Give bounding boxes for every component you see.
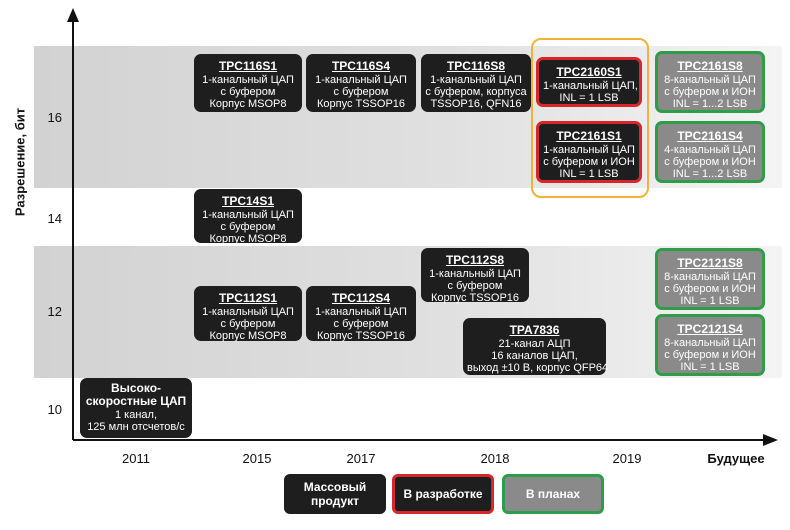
legend-in-development: В разработке	[392, 474, 494, 514]
box-line: 1-канальный ЦАП	[315, 306, 407, 318]
box-line: TSSOP16, QFN16	[430, 98, 522, 110]
box-line: 8-канальный ЦАП	[664, 337, 756, 349]
box-line: Корпус TSSOP16	[316, 98, 406, 110]
box-line: 16 каналов ЦАП,	[491, 350, 578, 362]
box-tpc14s1: TPC14S1 1-канальный ЦАП с буфером Корпус…	[194, 189, 302, 245]
box-title: TPC14S1	[221, 194, 275, 208]
y-axis-arrow	[67, 8, 79, 22]
box-title: TPC112S1	[218, 291, 278, 305]
box-line: INL = 1...2 LSB	[672, 168, 748, 180]
box-line: с буфером	[333, 86, 389, 98]
box-tpc2121s8: TPC2121S8 8-канальный ЦАП с буфером и ИО…	[655, 248, 765, 310]
box-line: с буфером, корпуса	[425, 86, 527, 98]
box-line: 1-канальный ЦАП	[429, 268, 521, 280]
box-line: INL = 1 LSB	[559, 168, 619, 180]
box-title: TPC2160S1	[556, 65, 622, 79]
box-line: Корпус TSSOP16	[316, 330, 406, 342]
box-line: INL = 1...2 LSB	[672, 98, 748, 110]
box-line: с буфером и ИОН	[664, 156, 756, 168]
box-line: выход ±10 В, корпус QFP64	[467, 362, 609, 374]
legend-mass-product: Массовый продукт	[284, 474, 386, 514]
x-tick-2015: 2015	[242, 451, 272, 466]
box-line: 1-канальный ЦАП,	[543, 80, 638, 92]
box-line: Корпус TSSOP16	[430, 292, 520, 304]
box-line: с буфером	[220, 318, 276, 330]
box-tpc2161s1: TPC2161S1 1-канальный ЦАП с буфером и ИО…	[536, 121, 642, 183]
box-title: TPC116S4	[331, 59, 391, 73]
y-tick-14: 14	[47, 211, 62, 226]
box-tpc2160s1: TPC2160S1 1-канальный ЦАП, INL = 1 LSB	[536, 57, 642, 107]
box-line: 1-канальный ЦАП	[315, 74, 407, 86]
box-title: TPC2121S4	[677, 322, 743, 336]
box-line: 1 канал,	[114, 409, 157, 421]
box-line: 1-канальный ЦАП	[202, 209, 294, 221]
y-tick-16: 16	[47, 110, 62, 125]
box-tpc116s4: TPC116S4 1-канальный ЦАП с буфером Корпу…	[306, 54, 416, 112]
legend-planned: В планах	[502, 474, 604, 514]
box-title: TPC116S1	[218, 59, 278, 73]
box-line: 21-канал АЦП	[498, 338, 571, 350]
x-tick-future: Будущее	[707, 451, 765, 466]
box-line: с буфером	[220, 221, 276, 233]
box-tpc2161s4: TPC2161S4 4-канальный ЦАП с буфером и ИО…	[655, 121, 765, 183]
box-line: Корпус MSOP8	[209, 98, 287, 110]
box-title: TPC2161S4	[677, 129, 743, 143]
box-title: TPC2161S1	[556, 129, 622, 143]
box-tpa7836: TPA7836 21-канал АЦП 16 каналов ЦАП, вых…	[463, 318, 609, 375]
box-line: 1-канальный ЦАП	[430, 74, 522, 86]
box-line: 1-канальный ЦАП	[543, 144, 635, 156]
box-line: INL = 1 LSB	[680, 295, 740, 307]
box-title: TPC112S8	[445, 253, 505, 267]
box-line: с буфером и ИОН	[664, 283, 756, 295]
box-title: TPA7836	[509, 323, 560, 337]
highlight-frame	[531, 38, 649, 198]
box-title: TPC2121S8	[677, 256, 743, 270]
box-line: 4-канальный ЦАП	[664, 144, 756, 156]
box-line: с буфером и ИОН	[664, 349, 756, 361]
box-title: TPC112S4	[331, 291, 391, 305]
box-tpc112s4: TPC112S4 1-канальный ЦАП с буфером Корпу…	[306, 286, 416, 342]
box-title: TPC116S8	[446, 59, 506, 73]
box-line: с буфером	[220, 86, 276, 98]
box-tpc2161s8: TPC2161S8 8-канальный ЦАП с буфером и ИО…	[655, 51, 765, 113]
x-tick-2018: 2018	[480, 451, 510, 466]
box-line: INL = 1 LSB	[559, 92, 619, 104]
x-tick-2011: 2011	[122, 451, 150, 466]
box-line: INL = 1 LSB	[680, 361, 740, 373]
box-tpc2121s4: TPC2121S4 8-канальный ЦАП с буфером и ИО…	[655, 314, 765, 376]
box-line: с буфером	[447, 280, 503, 292]
box-title: TPC2161S8	[677, 59, 743, 73]
x-tick-2017: 2017	[346, 451, 376, 466]
box-tpc116s1: TPC116S1 1-канальный ЦАП с буфером Корпу…	[194, 54, 302, 112]
box-line: 1-канальный ЦАП	[202, 306, 294, 318]
box-line: с буфером и ИОН	[543, 156, 635, 168]
box-tpc116s8: TPC116S8 1-канальный ЦАП с буфером, корп…	[421, 54, 531, 112]
box-line: 8-канальный ЦАП	[664, 271, 756, 283]
y-tick-12: 12	[47, 304, 62, 319]
box-highspeed-dac: Высоко- скоростные ЦАП 1 канал, 125 млн …	[80, 378, 192, 438]
box-title: Высоко- скоростные ЦАП	[85, 381, 187, 408]
box-tpc112s1: TPC112S1 1-канальный ЦАП с буфером Корпу…	[194, 286, 302, 342]
box-line: с буфером	[333, 318, 389, 330]
box-line: 125 млн отсчетов/с	[87, 421, 185, 433]
box-tpc112s8: TPC112S8 1-канальный ЦАП с буфером Корпу…	[421, 248, 529, 304]
box-line: Корпус MSOP8	[209, 233, 287, 245]
x-axis-arrow	[763, 434, 778, 446]
box-line: Корпус MSOP8	[209, 330, 287, 342]
box-line: 1-канальный ЦАП	[202, 74, 294, 86]
x-tick-2019: 2019	[612, 451, 642, 466]
box-line: 8-канальный ЦАП	[664, 74, 756, 86]
box-line: с буфером и ИОН	[664, 86, 756, 98]
y-tick-10: 10	[47, 402, 62, 417]
